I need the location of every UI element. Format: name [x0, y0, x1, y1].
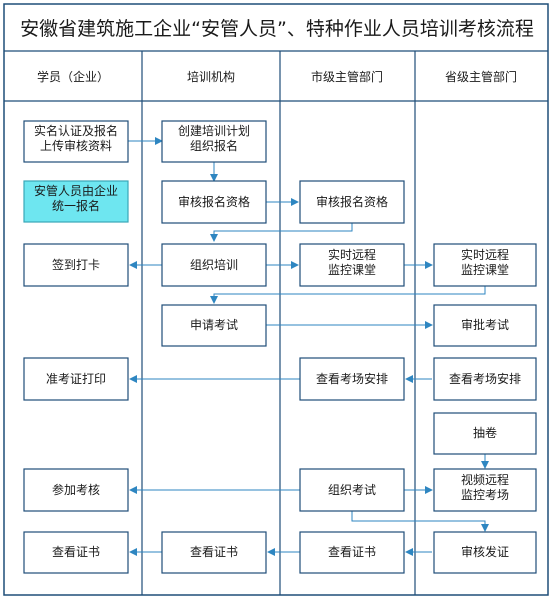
node-label: 查看证书: [328, 545, 376, 559]
node-label: 安管人员由企业统一报名: [34, 183, 118, 213]
node-review-issue-certificate[interactable]: 审核发证: [433, 531, 537, 574]
node-video-remote-exam-monitor[interactable]: 视频远程监控考场: [433, 468, 537, 512]
node-training-view-certificate[interactable]: 查看证书: [161, 531, 267, 574]
node-take-exam[interactable]: 参加考核: [23, 468, 129, 512]
node-label: 查看考场安排: [449, 371, 521, 386]
node-label: 签到打卡: [52, 257, 100, 272]
node-label: 视频远程监控考场: [461, 472, 509, 502]
node-label: 参加考核: [52, 482, 100, 497]
node-check-in[interactable]: 签到打卡: [23, 243, 129, 287]
lane-header-student: 学员（企业）: [37, 69, 109, 84]
edge-n17-n22: [351, 511, 489, 532]
node-training-review-eligibility[interactable]: 审核报名资格: [161, 180, 267, 224]
node-real-name-registration[interactable]: 实名认证及报名上传审核资料: [23, 120, 129, 163]
node-label: 查看考场安排: [316, 371, 388, 386]
node-print-admission-ticket[interactable]: 准考证打印: [23, 357, 129, 401]
node-label: 实时远程监控课堂: [461, 247, 509, 277]
node-label: 审核报名资格: [316, 194, 388, 209]
node-city-review-eligibility[interactable]: 审核报名资格: [299, 180, 405, 224]
node-province-remote-classroom-monitor[interactable]: 实时远程监控课堂: [433, 243, 537, 287]
node-organize-exam[interactable]: 组织考试: [299, 468, 405, 512]
node-label: 查看证书: [52, 545, 100, 559]
node-label: 审批考试: [461, 317, 509, 332]
node-draw-exam-paper[interactable]: 抽卷: [433, 412, 537, 455]
node-label: 抽卷: [473, 425, 497, 440]
node-enterprise-unified-registration[interactable]: 安管人员由企业统一报名: [23, 180, 129, 223]
node-label: 审核发证: [461, 544, 509, 559]
node-label: 申请考试: [190, 317, 238, 332]
node-city-view-exam-arrangement[interactable]: 查看考场安排: [299, 357, 405, 401]
node-apply-exam[interactable]: 申请考试: [161, 304, 267, 347]
edges: [128, 137, 489, 556]
edge-n5-n7: [210, 223, 353, 242]
node-city-view-certificate[interactable]: 查看证书: [299, 531, 405, 574]
node-label: 组织考试: [328, 482, 376, 497]
node-label: 实名认证及报名上传审核资料: [34, 123, 118, 153]
node-label: 实时远程监控课堂: [328, 247, 376, 277]
lane-header-province: 省级主管部门: [445, 69, 517, 84]
node-student-view-certificate[interactable]: 查看证书: [23, 531, 129, 574]
lane-header-city: 市级主管部门: [311, 69, 383, 84]
lane-header-training: 培训机构: [187, 69, 235, 84]
node-label: 准考证打印: [46, 372, 106, 386]
node-label: 审核报名资格: [178, 194, 250, 209]
node-approve-exam[interactable]: 审批考试: [433, 304, 537, 347]
node-label: 查看证书: [190, 545, 238, 559]
node-city-remote-classroom-monitor[interactable]: 实时远程监控课堂: [299, 243, 405, 287]
node-create-training-plan[interactable]: 创建培训计划组织报名: [161, 120, 267, 163]
diagram-title: 安徽省建筑施工企业“安管人员”、特种作业人员培训考核流程: [20, 18, 534, 40]
node-province-view-exam-arrangement[interactable]: 查看考场安排: [433, 357, 537, 401]
node-label: 组织培训: [190, 257, 238, 272]
edge-n9-n10: [210, 286, 486, 304]
node-label: 创建培训计划组织报名: [178, 123, 250, 153]
outer-frame: [3, 3, 549, 596]
node-organize-training[interactable]: 组织培训: [161, 243, 267, 287]
